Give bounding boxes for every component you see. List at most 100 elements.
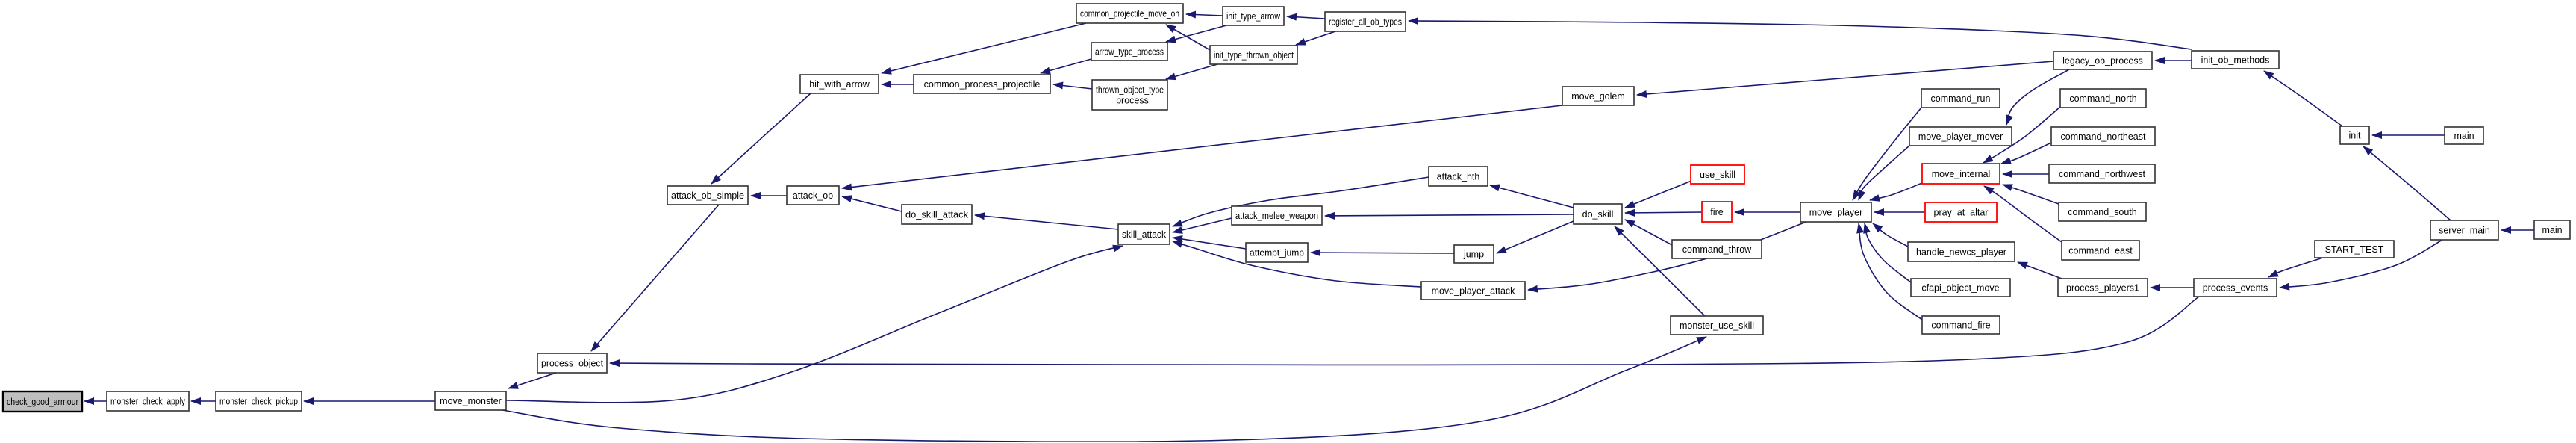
edge-server_main-to-process_events — [2279, 239, 2443, 291]
edge-register_all_ob_types-to-init_type_thrown_object — [1295, 31, 1336, 46]
edge-legacy_ob_process-to-move_golem — [1636, 61, 2054, 98]
node-command_run[interactable]: command_run — [1921, 88, 2000, 108]
edge-do_skill-to-attack_hth — [1489, 184, 1574, 208]
node-main_init[interactable]: main — [2444, 126, 2484, 145]
node-label-legacy_ob_process: legacy_ob_process — [2062, 56, 2143, 66]
node-label-attack_ob_simple: attack_ob_simple — [671, 190, 744, 201]
node-cfapi_object_move[interactable]: cfapi_object_move — [1910, 278, 2011, 297]
node-attack_hth[interactable]: attack_hth — [1428, 166, 1488, 187]
node-label-skill_attack: skill_attack — [1122, 229, 1167, 240]
edge-init_ob_methods-to-register_all_ob_types — [1408, 17, 2192, 50]
node-command_fire[interactable]: command_fire — [1921, 315, 2000, 335]
node-server_main[interactable]: server_main — [2430, 220, 2499, 241]
node-label-cfapi_object_move: cfapi_object_move — [1921, 283, 1999, 294]
node-attack_ob_simple[interactable]: attack_ob_simple — [667, 185, 749, 205]
node-command_south[interactable]: command_south — [2058, 202, 2147, 222]
node-label-init_type_thrown_object: init_type_thrown_object — [1214, 50, 1294, 61]
node-attack_ob[interactable]: attack_ob — [786, 185, 840, 205]
node-command_north[interactable]: command_north — [2059, 88, 2147, 108]
node-label-monster_check_apply: monster_check_apply — [110, 397, 186, 407]
edge-command_north-to-move_internal — [1983, 106, 2061, 164]
node-label-thrown_object_type_process-line2: _process — [1110, 96, 1149, 106]
node-label-process_object: process_object — [541, 359, 604, 369]
node-label-handle_newcs_player: handle_newcs_player — [1916, 247, 2006, 258]
node-command_throw[interactable]: command_throw — [1671, 239, 1762, 259]
node-move_player_mover[interactable]: move_player_mover — [1909, 126, 2012, 146]
node-attempt_jump[interactable]: attempt_jump — [1245, 242, 1309, 263]
node-move_monster[interactable]: move_monster — [434, 391, 507, 411]
node-label-init_type_arrow: init_type_arrow — [1226, 11, 1281, 22]
node-label-jump: jump — [1463, 250, 1484, 260]
edge-init_type_thrown_object-to-common_projectile_move_on — [1165, 24, 1211, 51]
node-label-init: init — [2349, 131, 2362, 141]
node-label-command_northeast: command_northeast — [2061, 131, 2146, 142]
node-attack_melee_weapon[interactable]: attack_melee_weapon — [1231, 205, 1323, 226]
node-command_east[interactable]: command_east — [2061, 240, 2140, 261]
node-main_server[interactable]: main — [2533, 220, 2571, 240]
node-move_internal[interactable]: move_internal — [1921, 163, 2000, 185]
node-label-command_south: command_south — [2068, 207, 2136, 217]
node-monster_check_pickup[interactable]: monster_check_pickup — [215, 391, 302, 412]
edge-command_south-to-move_internal — [2002, 184, 2059, 205]
node-legacy_ob_process[interactable]: legacy_ob_process — [2053, 51, 2153, 70]
edge-START_TEST-to-process_events — [2268, 257, 2324, 278]
node-register_all_ob_types[interactable]: register_all_ob_types — [1324, 11, 1406, 32]
node-do_skill[interactable]: do_skill — [1573, 203, 1623, 225]
node-arrow_type_process[interactable]: arrow_type_process — [1091, 42, 1168, 61]
edge-attack_hth-to-skill_attack — [1172, 176, 1429, 227]
edge-cfapi_object_move-to-move_player — [1863, 223, 1912, 283]
node-common_process_projectile[interactable]: common_process_projectile — [913, 74, 1051, 94]
node-label-command_run: command_run — [1931, 93, 1991, 104]
edge-init_type_arrow-to-common_projectile_move_on — [1185, 10, 1223, 19]
node-use_skill[interactable]: use_skill — [1690, 164, 1745, 185]
edge-attack_ob_simple-to-process_object — [590, 204, 720, 352]
edge-arrow_type_process-to-common_process_projectile — [1040, 58, 1092, 75]
node-move_golem[interactable]: move_golem — [1562, 86, 1635, 106]
node-pray_at_altar[interactable]: pray_at_altar — [1924, 202, 1998, 223]
node-START_TEST[interactable]: START_TEST — [2314, 240, 2395, 258]
node-thrown_object_type_process[interactable]: thrown_object_type_process — [1091, 79, 1168, 111]
node-label-START_TEST: START_TEST — [2325, 244, 2384, 255]
node-handle_newcs_player[interactable]: handle_newcs_player — [1907, 241, 2015, 262]
edge-register_all_ob_types-to-init_type_arrow — [1286, 13, 1326, 21]
edge-move_monster-to-monster_use_skill — [502, 336, 1707, 443]
edge-hit_with_arrow-to-attack_ob_simple — [711, 93, 811, 185]
edge-command_east-to-move_internal — [1983, 185, 2062, 243]
edge-init_type_arrow-to-arrow_type_process — [1165, 25, 1227, 43]
node-check_good_armour[interactable]: check_good_armour — [1, 390, 84, 413]
node-monster_use_skill[interactable]: monster_use_skill — [1670, 315, 1764, 335]
node-init_type_arrow[interactable]: init_type_arrow — [1222, 6, 1285, 26]
node-jump[interactable]: jump — [1453, 244, 1494, 264]
node-init[interactable]: init — [2339, 126, 2370, 145]
node-label-command_northwest: command_northwest — [2059, 169, 2146, 179]
node-label-do_skill_attack: do_skill_attack — [905, 210, 969, 220]
node-command_northeast[interactable]: command_northeast — [2050, 126, 2156, 146]
node-label-command_throw: command_throw — [1682, 244, 1752, 255]
node-move_player[interactable]: move_player — [1800, 202, 1872, 223]
node-label-move_player_attack: move_player_attack — [1432, 286, 1516, 297]
node-common_projectile_move_on[interactable]: common_projectile_move_on — [1076, 3, 1184, 24]
node-label-move_golem: move_golem — [1571, 91, 1625, 102]
node-monster_check_apply[interactable]: monster_check_apply — [106, 391, 190, 412]
node-label-check_good_armour: check_good_armour — [7, 397, 78, 407]
edge-common_projectile_move_on-to-hit_with_arrow — [881, 22, 1087, 75]
node-do_skill_attack[interactable]: do_skill_attack — [901, 204, 973, 225]
node-fire[interactable]: fire — [1701, 201, 1733, 223]
node-skill_attack[interactable]: skill_attack — [1117, 223, 1170, 245]
edge-move_player_mover-to-move_player — [1858, 145, 1910, 201]
edge-command_run-to-move_player — [1852, 107, 1922, 201]
node-label-move_player_mover: move_player_mover — [1918, 131, 2003, 142]
node-label-common_process_projectile: common_process_projectile — [924, 79, 1041, 90]
node-init_ob_methods[interactable]: init_ob_methods — [2191, 50, 2280, 69]
node-process_players1[interactable]: process_players1 — [2057, 278, 2148, 297]
node-move_player_attack[interactable]: move_player_attack — [1420, 281, 1526, 300]
edge-process_events-to-process_object — [609, 296, 2200, 368]
node-process_object[interactable]: process_object — [537, 353, 608, 374]
edge-do_skill_attack-to-attack_ob — [841, 195, 902, 212]
node-init_type_thrown_object[interactable]: init_type_thrown_object — [1209, 45, 1298, 65]
node-hit_with_arrow[interactable]: hit_with_arrow — [799, 74, 879, 94]
node-command_northwest[interactable]: command_northwest — [2048, 164, 2156, 184]
node-process_events[interactable]: process_events — [2193, 278, 2277, 297]
node-label-command_east: command_east — [2068, 246, 2133, 256]
node-label-main_server: main — [2542, 225, 2562, 235]
